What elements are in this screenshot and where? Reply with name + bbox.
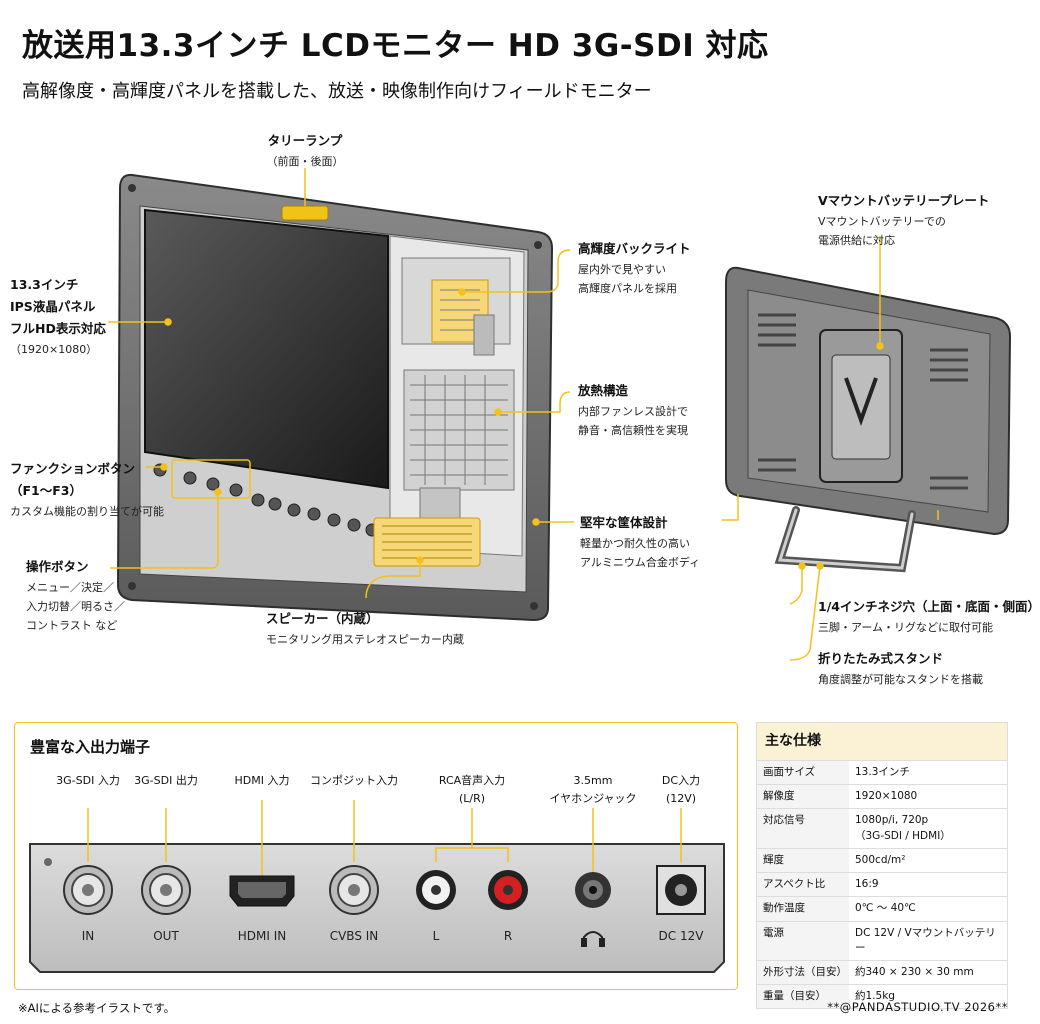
dc-connector [656, 865, 706, 915]
vmount-plate [819, 329, 903, 483]
callout-panel: 13.3インチ IPS液晶パネル フルHD表示対応 （1920×1080） [10, 277, 106, 356]
footer-credit: **@PANDASTUDIO.TV 2026** [827, 1000, 1008, 1014]
callout-backlight: 高輝度バックライト 屋内外で見やすい 高輝度パネルを採用 [578, 241, 691, 296]
rear-monitor [725, 266, 1012, 573]
callout-function: ファンクションボタン （F1〜F3） カスタム機能の割り当てが可能 [10, 461, 164, 518]
port-caption-out: OUT [153, 929, 179, 943]
spec-title: 主な仕様 [757, 723, 1007, 760]
callout-vmount: Vマウントバッテリープレート Vマウントバッテリーでの 電源供給に対応 [818, 193, 990, 248]
port-caption-cvbs: CVBS IN [329, 929, 379, 943]
speaker-grille [373, 517, 481, 567]
page-subtitle: 高解像度・高輝度パネルを搭載した、放送・映像制作向けフィールドモニター [22, 81, 652, 102]
tally-lamp [281, 205, 329, 221]
sdi-out-connector [141, 865, 191, 915]
port-caption-r: R [503, 929, 513, 943]
port-label-dc-in: DC入力(12V) [661, 774, 701, 805]
callout-cooling: 放熱構造 内部ファンレス設計で 静音・高信頼性を実現 [578, 383, 688, 438]
footer-note: ※AIによる参考イラストです。 [18, 1001, 176, 1015]
port-label-cvbs-in: コンポジット入力 [310, 774, 398, 787]
front-monitor [116, 173, 554, 622]
sdi-in-connector [63, 865, 113, 915]
callout-chassis: 堅牢な筐体設計 軽量かつ耐久性の高い アルミニウム合金ボディ [580, 515, 701, 570]
port-label-rca-audio: RCA音声入力(L/R) [438, 774, 506, 805]
callout-stand: 折りたたみ式スタンド 角度調整が可能なスタンドを搭載 [818, 651, 983, 686]
screen [144, 208, 389, 490]
io-panel-illustration [29, 800, 725, 973]
io-section [14, 722, 738, 990]
port-label-sdi-in: 3G-SDI 入力 [56, 774, 120, 787]
callout-speaker: スピーカー（内蔵） モニタリング用ステレオスピーカー内蔵 [266, 611, 464, 646]
callout-operation: 操作ボタン メニュー／決定／ 入力切替／明るさ／ コントラスト など [26, 559, 125, 633]
port-caption-l: L [432, 929, 440, 943]
headphone-icon [581, 931, 605, 947]
port-caption-hdmi: HDMI IN [237, 929, 287, 943]
cvbs-connector [329, 865, 379, 915]
headphone-jack [575, 872, 611, 908]
hdmi-connector [229, 875, 295, 907]
port-caption-in: IN [81, 929, 95, 943]
callout-tally: タリーランプ （前面・後面） [266, 133, 344, 168]
spec-row: 外形寸法（目安）約340 × 230 × 30 mm [757, 959, 1007, 985]
page-title: 放送用13.3インチ LCDモニター HD 3G-SDI 対応 [22, 28, 769, 64]
rca-left-connector [416, 870, 456, 910]
internal-cutaway [389, 235, 525, 557]
port-label-hdmi-in: HDMI 入力 [234, 774, 290, 787]
spec-row: 重量（目安）約1.5kg [757, 984, 1007, 1009]
callout-screw: 1/4インチネジ穴（上面・底面・側面） 三脚・アーム・リグなどに取付可能 [818, 599, 1040, 634]
io-section-title: 豊富な入出力端子 [30, 738, 151, 756]
rca-right-connector [488, 870, 528, 910]
port-label-sdi-out: 3G-SDI 出力 [134, 774, 198, 787]
port-caption-dc: DC 12V [658, 929, 704, 943]
